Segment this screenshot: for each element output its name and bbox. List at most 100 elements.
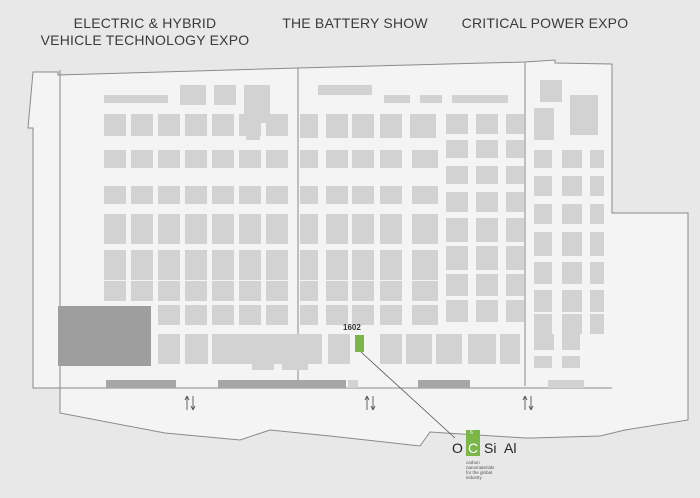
booth[interactable] [410,114,436,138]
booth[interactable] [300,214,318,244]
booth[interactable] [185,214,207,244]
booth[interactable] [212,186,234,204]
booth[interactable] [158,186,180,204]
booth[interactable] [452,95,508,103]
corridor-block[interactable] [548,380,584,388]
booth[interactable] [300,114,318,138]
booth[interactable] [534,290,552,312]
large-exhibit-area[interactable] [58,306,151,366]
booth[interactable] [476,140,498,158]
booth[interactable] [380,305,402,325]
booth[interactable] [446,114,468,134]
booth[interactable] [104,95,168,103]
booth[interactable] [104,150,126,168]
booth[interactable] [590,150,604,168]
booth[interactable] [352,281,374,301]
booth[interactable] [104,214,126,244]
booth[interactable] [246,130,260,140]
booth[interactable] [570,95,598,135]
booth[interactable] [380,186,402,204]
booth[interactable] [212,281,234,301]
booth[interactable] [180,85,206,105]
booth[interactable] [131,114,153,136]
booth[interactable] [534,108,554,140]
booth[interactable] [476,246,498,270]
booth[interactable] [534,232,552,256]
booth[interactable] [562,176,582,196]
booth[interactable] [534,334,554,350]
booth[interactable] [158,281,180,301]
booth[interactable] [352,250,374,280]
booth[interactable] [506,192,524,212]
booth[interactable] [326,214,348,244]
booth[interactable] [352,150,374,168]
booth[interactable] [270,150,288,168]
booth[interactable] [380,334,402,364]
booth[interactable] [185,186,207,204]
booth[interactable] [534,204,552,224]
booth[interactable] [500,334,520,364]
booth[interactable] [158,150,180,168]
corridor-block[interactable] [218,380,346,388]
booth[interactable] [158,250,180,280]
booth[interactable] [506,218,524,242]
booth[interactable] [212,250,234,280]
booth[interactable] [436,334,462,364]
booth[interactable] [239,214,261,244]
booth[interactable] [131,150,153,168]
booth[interactable] [300,334,322,364]
corridor-block[interactable] [418,380,470,388]
booth[interactable] [380,281,402,301]
booth[interactable] [380,150,402,168]
booth[interactable] [412,305,438,325]
booth[interactable] [270,250,288,280]
booth[interactable] [446,192,468,212]
booth[interactable] [412,281,438,301]
booth[interactable] [270,214,288,244]
booth[interactable] [412,214,438,244]
booth[interactable] [239,281,261,301]
booth[interactable] [562,150,582,168]
booth[interactable] [446,140,468,158]
booth[interactable] [562,204,582,224]
booth[interactable] [186,334,208,364]
booth[interactable] [352,186,374,204]
booth[interactable] [318,85,372,95]
booth[interactable] [158,214,180,244]
booth[interactable] [300,186,318,204]
booth[interactable] [131,214,153,244]
booth[interactable] [300,281,318,301]
booth[interactable] [352,305,374,325]
booth[interactable] [212,214,234,244]
booth[interactable] [131,281,153,301]
booth[interactable] [534,262,552,284]
booth-1602[interactable] [355,335,364,352]
booth[interactable] [326,281,348,301]
booth[interactable] [326,114,348,138]
booth[interactable] [446,300,468,322]
booth[interactable] [352,114,374,138]
booth[interactable] [446,166,468,184]
booth[interactable] [300,305,318,325]
booth[interactable] [104,114,126,136]
booth[interactable] [185,114,207,136]
booth[interactable] [412,250,438,280]
booth[interactable] [300,250,318,280]
booth[interactable] [239,250,261,280]
booth[interactable] [590,232,604,256]
booth[interactable] [476,300,498,322]
booth[interactable] [185,281,207,301]
corridor-block[interactable] [348,380,358,388]
booth[interactable] [212,305,234,325]
booth[interactable] [131,186,153,204]
booth[interactable] [476,192,498,212]
booth[interactable] [534,356,552,368]
booth[interactable] [352,214,374,244]
booth[interactable] [540,80,562,102]
booth[interactable] [104,250,126,280]
booth[interactable] [562,356,580,368]
booth[interactable] [214,85,236,105]
booth[interactable] [239,305,261,325]
booth[interactable] [506,274,524,296]
booth[interactable] [104,186,126,204]
